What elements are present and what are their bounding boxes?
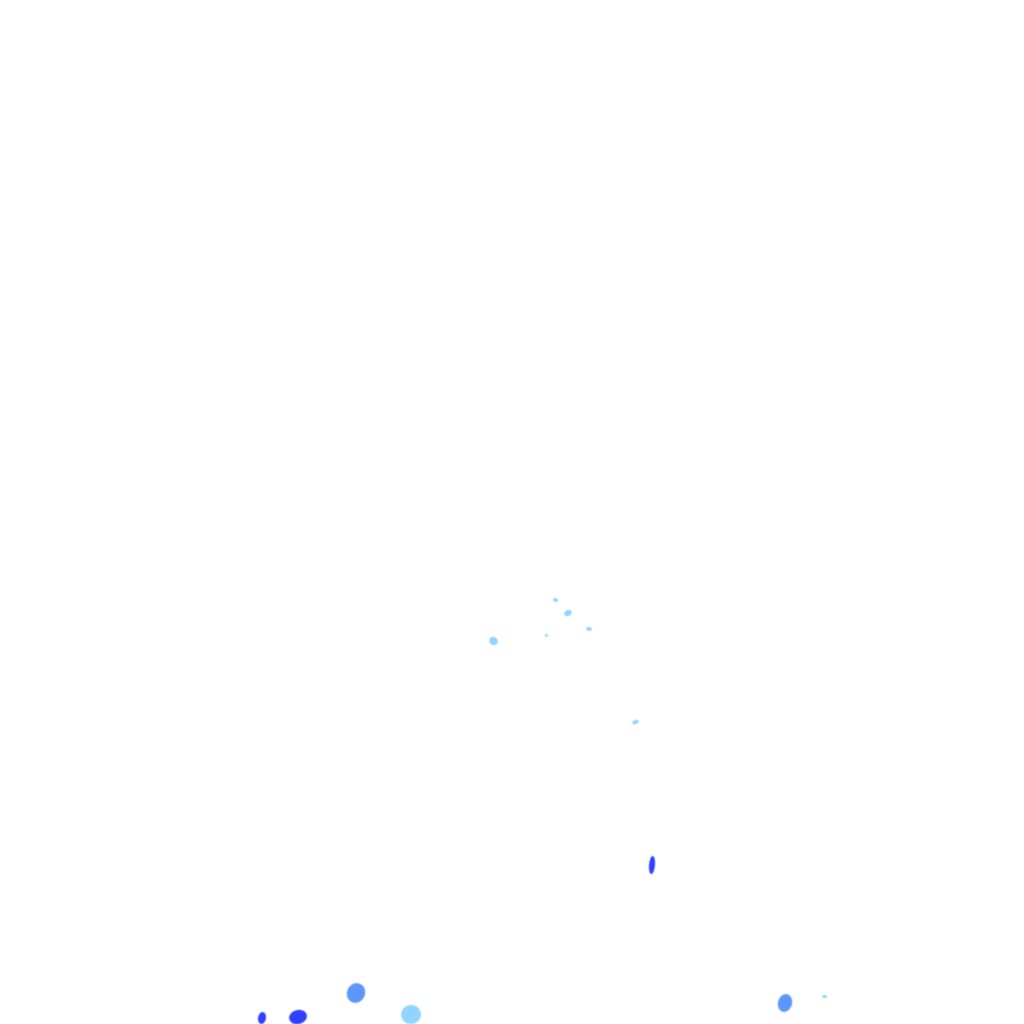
speck-bottom-4	[399, 1003, 423, 1024]
speck-upper-2	[563, 608, 573, 618]
speck-upper-5	[545, 634, 548, 637]
speck-bottom-2	[287, 1007, 309, 1024]
speck-bottom-3	[343, 980, 369, 1006]
speck-middle-2	[648, 855, 656, 875]
speck-upper-1	[552, 597, 559, 603]
speck-bottom-6	[822, 995, 827, 998]
speck-bottom-1	[257, 1011, 267, 1024]
speck-upper-4	[487, 635, 500, 647]
speck-middle-1	[631, 718, 640, 726]
speck-bottom-5	[775, 992, 795, 1014]
speck-upper-3	[585, 626, 593, 632]
